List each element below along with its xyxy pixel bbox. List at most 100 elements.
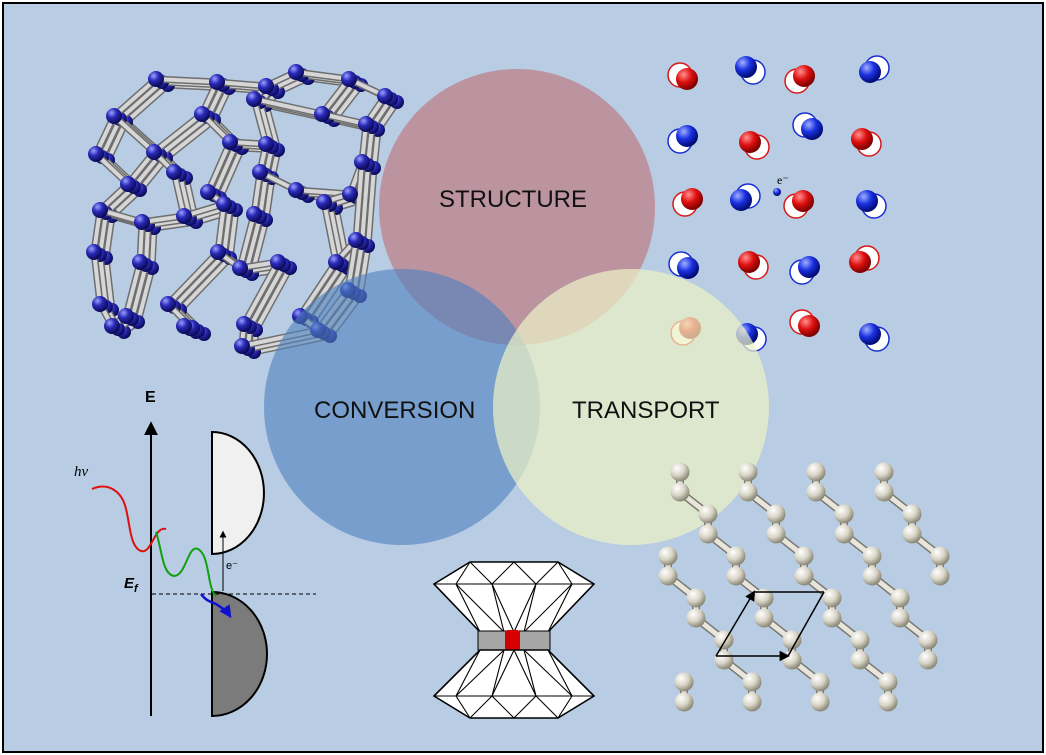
free-electron	[773, 188, 781, 196]
anion	[798, 256, 820, 278]
venn-circle-structure	[379, 69, 655, 345]
venn-label-structure: STRUCTURE	[439, 186, 587, 213]
zeolite-atom	[348, 232, 364, 248]
carbon-atom	[698, 524, 718, 544]
zeolite-atom	[234, 338, 250, 354]
zeolite-atom	[328, 254, 344, 270]
zeolite-atom	[104, 318, 120, 334]
carbon-atom	[874, 482, 894, 502]
diamond-anvil-cell-illustration	[432, 561, 596, 719]
upper-anvil	[432, 561, 596, 633]
fermi-level-label: Ef	[124, 575, 139, 595]
lattice-electron-label: e⁻	[777, 173, 789, 187]
carbon-atom	[878, 672, 898, 692]
carbon-atom	[918, 630, 938, 650]
carbon-atom	[850, 650, 870, 670]
zeolite-atom	[148, 71, 164, 87]
carbon-atom	[806, 462, 826, 482]
carbon-atom	[810, 672, 830, 692]
carbon-atom	[794, 566, 814, 586]
zeolite-atom	[246, 91, 262, 107]
carbon-atom	[930, 546, 950, 566]
zeolite-framework-illustration	[86, 64, 404, 359]
carbon-atom	[902, 504, 922, 524]
zeolite-atom	[210, 244, 226, 260]
valence-band	[211, 590, 268, 718]
carbon-atom	[822, 588, 842, 608]
carbon-atom	[930, 566, 950, 586]
zeolite-atom	[209, 74, 225, 90]
zeolite-atom	[377, 88, 393, 104]
zeolite-atom	[252, 164, 268, 180]
carbon-atom	[902, 524, 922, 544]
zeolite-atom	[176, 318, 192, 334]
carbon-atom	[698, 504, 718, 524]
unit-cell-arrows	[715, 590, 825, 662]
zeolite-atom	[222, 134, 238, 150]
zeolite-atom	[342, 186, 358, 202]
carbon-atom	[766, 504, 786, 524]
cation	[681, 188, 703, 210]
carbon-atom	[822, 608, 842, 628]
carbon-atom	[834, 504, 854, 524]
excited-electron-label: e⁻	[226, 560, 238, 572]
carbon-atom	[674, 672, 694, 692]
carbon-atom	[674, 692, 694, 712]
carbon-atom	[850, 630, 870, 650]
anion	[859, 61, 881, 83]
cation	[738, 251, 760, 273]
zeolite-atom	[288, 182, 304, 198]
zeolite-atom	[354, 154, 370, 170]
zeolite-atom	[341, 71, 357, 87]
zeolite-atom	[92, 296, 108, 312]
sample-chamber	[505, 630, 520, 651]
zeolite-atom	[160, 296, 176, 312]
zeolite-atom	[132, 254, 148, 270]
carbon-atom	[714, 630, 734, 650]
zeolite-atom	[316, 194, 332, 210]
venn-circle-transport	[493, 269, 769, 545]
cation	[792, 190, 814, 212]
zeolite-atom	[246, 206, 262, 222]
venn-label-transport: TRANSPORT	[572, 397, 720, 424]
zeolite-atom	[134, 214, 150, 230]
venn-circle-conversion	[264, 269, 540, 545]
carbon-atom	[658, 566, 678, 586]
zeolite-atom	[92, 202, 108, 218]
cation	[849, 251, 871, 273]
zeolite-atom	[258, 78, 274, 94]
conduction-band	[211, 430, 265, 556]
anion	[676, 125, 698, 147]
anion	[677, 257, 699, 279]
zeolite-atom	[118, 308, 134, 324]
cation	[739, 131, 761, 153]
carbon-atom	[878, 692, 898, 712]
zeolite-atom	[146, 144, 162, 160]
carbon-atom	[890, 608, 910, 628]
zeolite-atom	[270, 254, 286, 270]
zeolite-atom	[200, 184, 216, 200]
carbon-atom	[754, 588, 774, 608]
carbon-atom	[726, 566, 746, 586]
carbon-atom	[862, 546, 882, 566]
zeolite-atom	[216, 196, 232, 212]
zeolite-atom	[358, 116, 374, 132]
zeolite-atom	[288, 64, 304, 80]
cation	[851, 128, 873, 150]
carbon-atom	[686, 608, 706, 628]
photon-wave-red	[91, 485, 167, 553]
carbon-atom	[834, 524, 854, 544]
zeolite-atom	[88, 146, 104, 162]
carbon-atom	[738, 462, 758, 482]
zeolite-atom	[194, 106, 210, 122]
lower-anvil	[432, 649, 596, 719]
zeolite-atom	[176, 208, 192, 224]
carbon-atom	[658, 546, 678, 566]
venn-diagram	[264, 69, 769, 545]
carbon-atom	[742, 672, 762, 692]
venn-label-conversion: CONVERSION	[314, 397, 476, 424]
anion	[730, 189, 752, 211]
carbon-atom	[754, 608, 774, 628]
cation	[798, 315, 820, 337]
